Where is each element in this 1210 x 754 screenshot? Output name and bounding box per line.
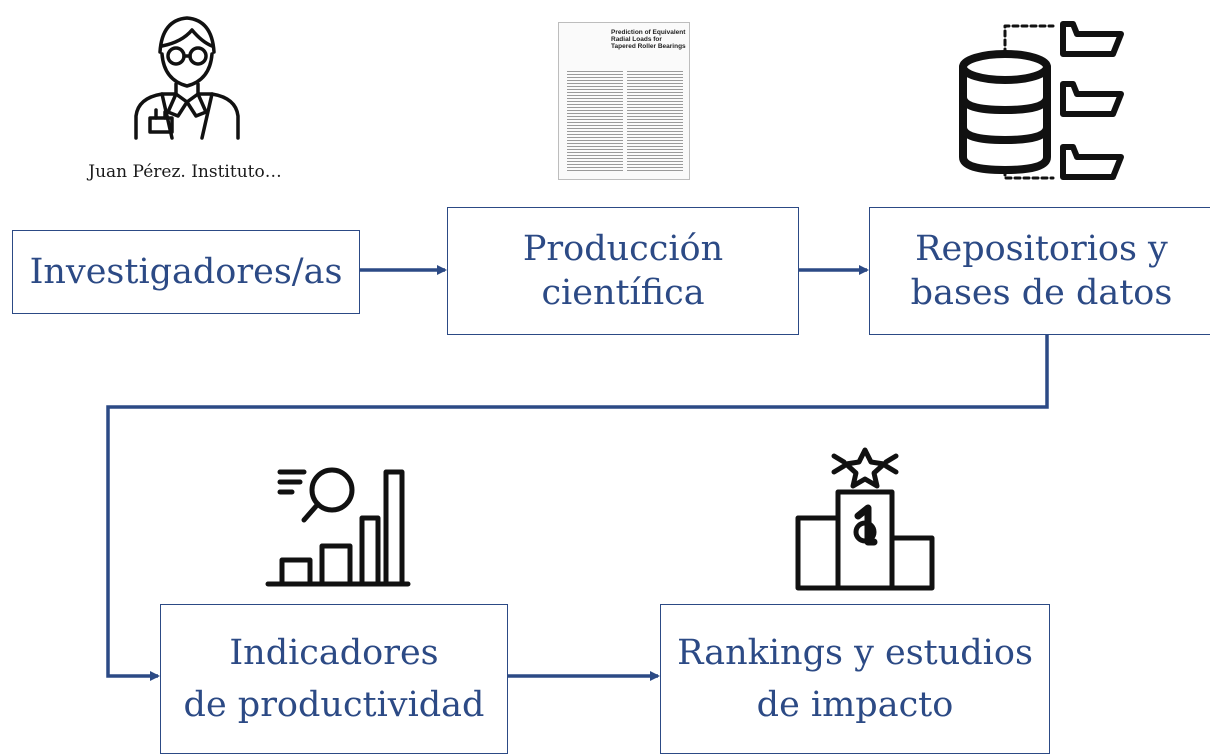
paper-title: Prediction of Equivalent Radial Loads fo… xyxy=(611,29,686,50)
podium-star-icon xyxy=(795,447,935,591)
box-indicadores-line-1: Indicadores xyxy=(229,633,439,673)
box-indicadores-line-2: de productividad xyxy=(183,685,485,725)
box-rankings-line-2: de impacto xyxy=(756,685,954,725)
database-folders-icon xyxy=(959,21,1124,180)
caption: Juan Pérez. Instituto… xyxy=(88,162,282,182)
box-repositorios-line-2: bases de datos xyxy=(910,273,1173,313)
box-investigadores-line-1: Investigadores/as xyxy=(29,252,343,292)
box-rankings: Rankings y estudios de impacto xyxy=(660,604,1050,754)
box-repositorios-line-1: Repositorios y xyxy=(915,229,1168,269)
search-analytics-icon xyxy=(265,467,411,587)
box-repositorios: Repositorios y bases de datos xyxy=(869,207,1210,335)
box-indicadores: Indicadores de productividad xyxy=(160,604,508,754)
box-produccion-line-1: Producción xyxy=(522,229,724,269)
box-produccion-cientifica: Producción científica xyxy=(447,207,799,335)
scientist-icon xyxy=(134,16,240,140)
box-rankings-line-1: Rankings y estudios xyxy=(677,633,1033,673)
paper-document-icon: Prediction of Equivalent Radial Loads fo… xyxy=(558,22,690,180)
arrow-repositorios-indicadores xyxy=(106,335,1049,681)
box-investigadores: Investigadores/as xyxy=(12,230,360,314)
box-produccion-line-2: científica xyxy=(541,273,705,313)
